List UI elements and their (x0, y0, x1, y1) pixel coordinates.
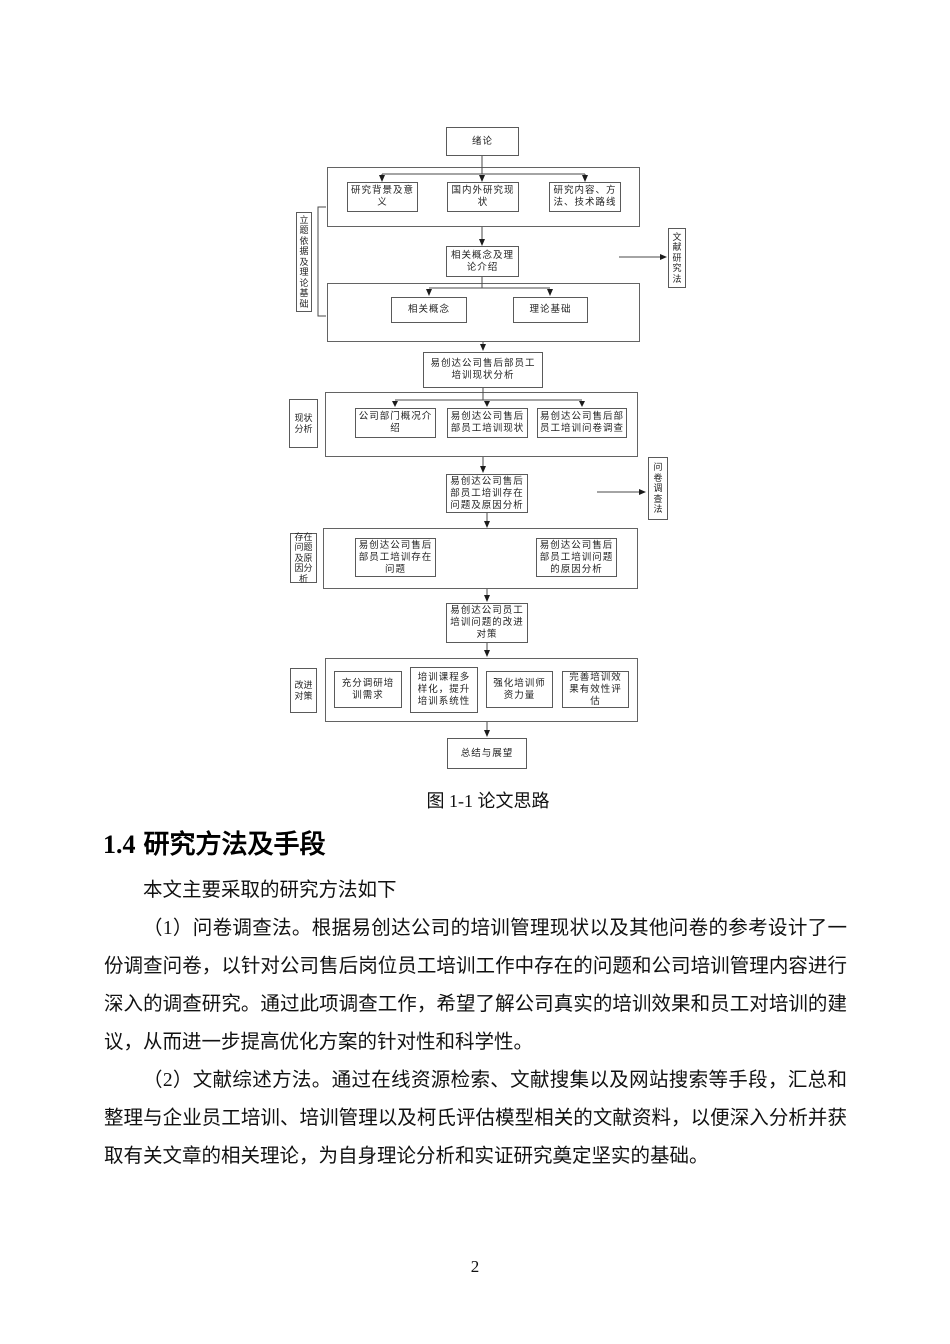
flow-group-countermeasures (325, 658, 638, 722)
figure-caption: 图 1-1 论文思路 (426, 791, 550, 811)
flow-node-cause-analysis: 易创达公司售后部员工培训问题的原因分析 (536, 538, 617, 577)
flow-group-status (325, 392, 638, 457)
thesis-flowchart-figure: 绪论 研究背景及意义 国内外研究现状 研究内容、方法、技术路线 相关概念及理论介… (289, 127, 686, 769)
side-label-survey-method: 问 卷 调 查 法 (648, 457, 668, 520)
paragraph-literature-method: （2）文献综述方法。通过在线资源检索、文献搜集以及网站搜索等手段，汇总和整理与企… (104, 1070, 847, 1167)
flow-node-domestic-research: 国内外研究现状 (447, 182, 519, 212)
flow-node-research-content: 研究内容、方法、技术路线 (549, 182, 621, 212)
flow-node-research-background: 研究背景及意义 (347, 182, 418, 212)
flow-group-intro-topics (327, 167, 640, 227)
flow-node-related-concepts: 相关概念 (391, 297, 467, 323)
body-text: 本文主要采取的研究方法如下 （1）问卷调查法。根据易创达公司的培训管理现状以及其… (104, 872, 847, 1176)
flow-node-strengthen-teachers: 强化培训师资力量 (486, 671, 553, 708)
page-number: 2 (470, 1257, 480, 1276)
flow-group-concepts (327, 283, 640, 342)
section-title: 研究方法及手段 (143, 829, 326, 859)
flow-node-improve-evaluation: 完善培训效果有效性评估 (562, 671, 629, 708)
paragraph-questionnaire-method: （1）问卷调查法。根据易创达公司的培训管理现状以及其他问卷的参考设计了一份调查问… (104, 918, 847, 1053)
flow-node-dept-overview: 公司部门概况介绍 (355, 408, 436, 438)
flow-group-problems (323, 528, 638, 589)
flow-node-summary-outlook: 总结与展望 (447, 738, 527, 769)
side-label-countermeasures: 改进 对策 (290, 668, 317, 713)
side-label-problems-causes: 存在 问题 及原 因分 析 (290, 532, 317, 584)
flow-node-research-training-needs: 充分调研培训需求 (334, 671, 402, 708)
flow-node-training-status: 易创达公司售后部员工培训现状 (447, 408, 528, 438)
side-label-topic-basis: 立 题 依 据 及 理 论 基 础 (296, 212, 312, 312)
flow-node-introduction: 绪论 (446, 127, 519, 156)
side-label-literature-method: 文 献 研 究 法 (668, 228, 686, 288)
paragraph-intro: 本文主要采取的研究方法如下 (143, 880, 397, 901)
flow-node-existing-problems: 易创达公司售后部员工培训存在问题 (355, 538, 436, 577)
flow-node-diverse-courses: 培训课程多样化，提升培训系统性 (410, 667, 478, 713)
flow-node-problems-and-causes: 易创达公司售后部员工培训存在问题及原因分析 (446, 474, 528, 513)
side-label-status-analysis: 现状 分析 (289, 399, 318, 448)
flow-node-concept-theory-intro: 相关概念及理论介绍 (446, 246, 519, 277)
section-number: 1.4 (103, 830, 136, 859)
flow-node-status-analysis: 易创达公司售后部员工培训现状分析 (423, 352, 543, 388)
flow-node-improvement-countermeasures: 易创达公司员工培训问题的改进对策 (446, 603, 528, 643)
flow-node-questionnaire-survey: 易创达公司售后部员工培训问卷调查 (537, 408, 627, 438)
flow-node-theory-basis: 理论基础 (513, 297, 588, 323)
